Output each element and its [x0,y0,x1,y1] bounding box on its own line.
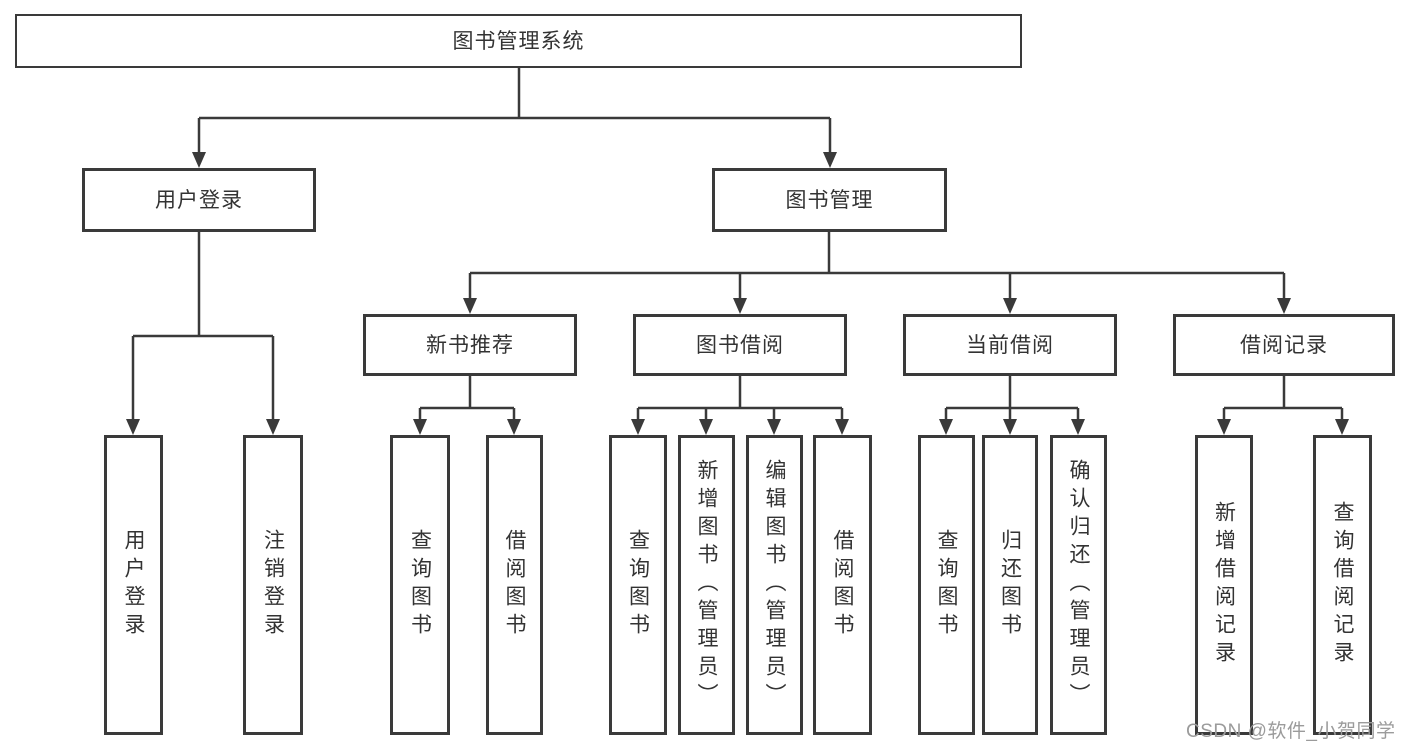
leaf-user-login: 用户登录 [104,435,163,735]
node-library-management-system: 图书管理系统 [15,14,1022,68]
leaf-current-query-books: 查询图书 [918,435,975,735]
node-book-management: 图书管理 [712,168,947,232]
node-borrowing-records: 借阅记录 [1173,314,1395,376]
leaf-records-add-borrow-record: 新增借阅记录 [1195,435,1253,735]
leaf-recommend-borrow-books: 借阅图书 [486,435,543,735]
csdn-watermark: CSDN @软件_小贺同学 [1186,721,1396,742]
leaf-current-confirm-return-admin: 确认归还（管理员） [1050,435,1107,735]
node-user-login: 用户登录 [82,168,316,232]
leaf-recommend-query-books: 查询图书 [390,435,450,735]
node-current-borrowing: 当前借阅 [903,314,1117,376]
leaf-records-query-borrow-record: 查询借阅记录 [1313,435,1372,735]
leaf-current-return-books: 归还图书 [982,435,1038,735]
node-book-borrowing: 图书借阅 [633,314,847,376]
leaf-borrowing-add-books-admin: 新增图书（管理员） [678,435,735,735]
node-new-book-recommendation: 新书推荐 [363,314,577,376]
leaf-logout: 注销登录 [243,435,303,735]
leaf-borrowing-query-books: 查询图书 [609,435,667,735]
leaf-borrowing-borrow-books: 借阅图书 [813,435,872,735]
leaf-borrowing-edit-books-admin: 编辑图书（管理员） [746,435,803,735]
